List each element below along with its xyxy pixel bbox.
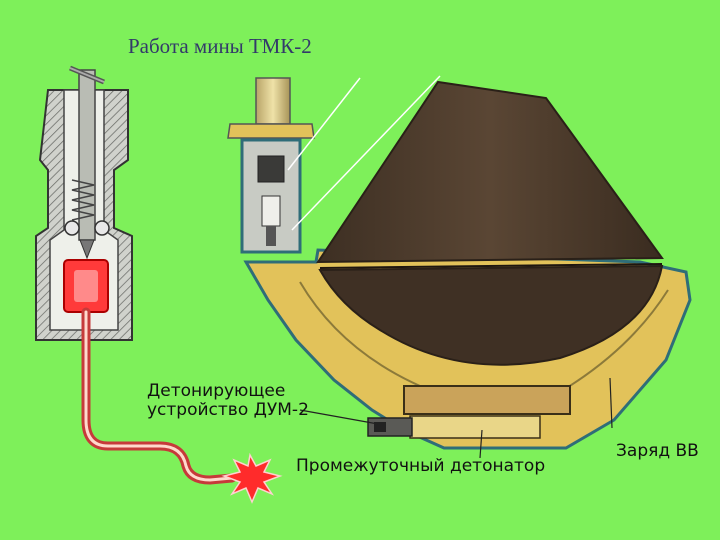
label-charge: Заряд ВВ xyxy=(616,441,699,461)
label-dum2: Детонирующее устройство ДУМ-2 xyxy=(147,382,309,420)
label-intermediate-detonator: Промежуточный детонатор xyxy=(296,456,546,476)
top-fuze xyxy=(227,75,441,254)
fuze-cross-section xyxy=(35,65,133,341)
leader-charge xyxy=(609,377,613,429)
explosion-flash xyxy=(221,452,283,504)
label-dum2-line1: Детонирующее xyxy=(147,381,286,401)
leader-detonator xyxy=(479,429,483,459)
leader-dum xyxy=(299,409,379,425)
diagram-title: Работа мины ТМК-2 xyxy=(128,34,312,58)
label-dum2-line2: устройство ДУМ-2 xyxy=(147,400,309,420)
mine-body xyxy=(243,80,692,450)
